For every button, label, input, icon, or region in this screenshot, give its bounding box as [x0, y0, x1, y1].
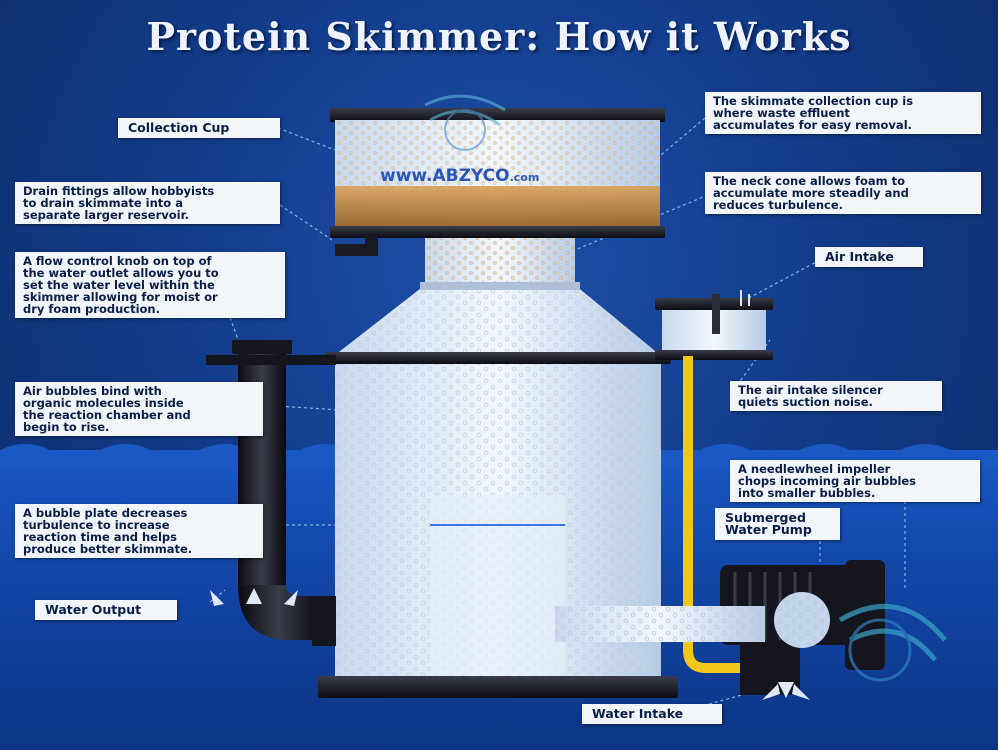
label-flow-control: A flow control knob on top of the water … — [15, 252, 285, 318]
label-neck-cone: The neck cone allows foam to accumulate … — [705, 172, 981, 214]
label-skimmate-cup: The skimmate collection cup is where was… — [705, 92, 981, 134]
brand-logo — [838, 603, 947, 682]
label-water-intake: Water Intake — [582, 704, 722, 724]
label-air-bubbles: Air bubbles bind with organic molecules … — [15, 382, 263, 436]
label-drain-fittings: Drain fittings allow hobbyists to drain … — [15, 182, 280, 224]
label-silencer: The air intake silencer quiets suction n… — [730, 381, 942, 411]
flow-control-knob — [232, 340, 292, 354]
label-water-output: Water Output — [35, 600, 177, 620]
brand-watermark: www.ABZYCO.com — [380, 166, 539, 186]
label-water-pump: Submerged Water Pump — [715, 508, 840, 540]
brand-suffix: .com — [509, 171, 540, 184]
page-title: Protein Skimmer: How it Works — [146, 14, 852, 59]
label-air-intake: Air Intake — [815, 247, 923, 267]
skimmer-base — [318, 676, 678, 698]
drain-fitting — [335, 236, 378, 256]
outflow-arrows — [210, 588, 298, 606]
intake-arrows — [762, 682, 810, 700]
cup-lid — [330, 108, 665, 122]
air-tube — [683, 356, 780, 673]
label-impeller: A needlewheel impeller chops incoming ai… — [730, 460, 980, 502]
brand-main: www.ABZYCO — [380, 166, 510, 186]
skimmate-layer — [335, 186, 660, 230]
label-bubble-plate: A bubble plate decreases turbulence to i… — [15, 504, 263, 558]
label-collection-cup: Collection Cup — [118, 118, 280, 138]
